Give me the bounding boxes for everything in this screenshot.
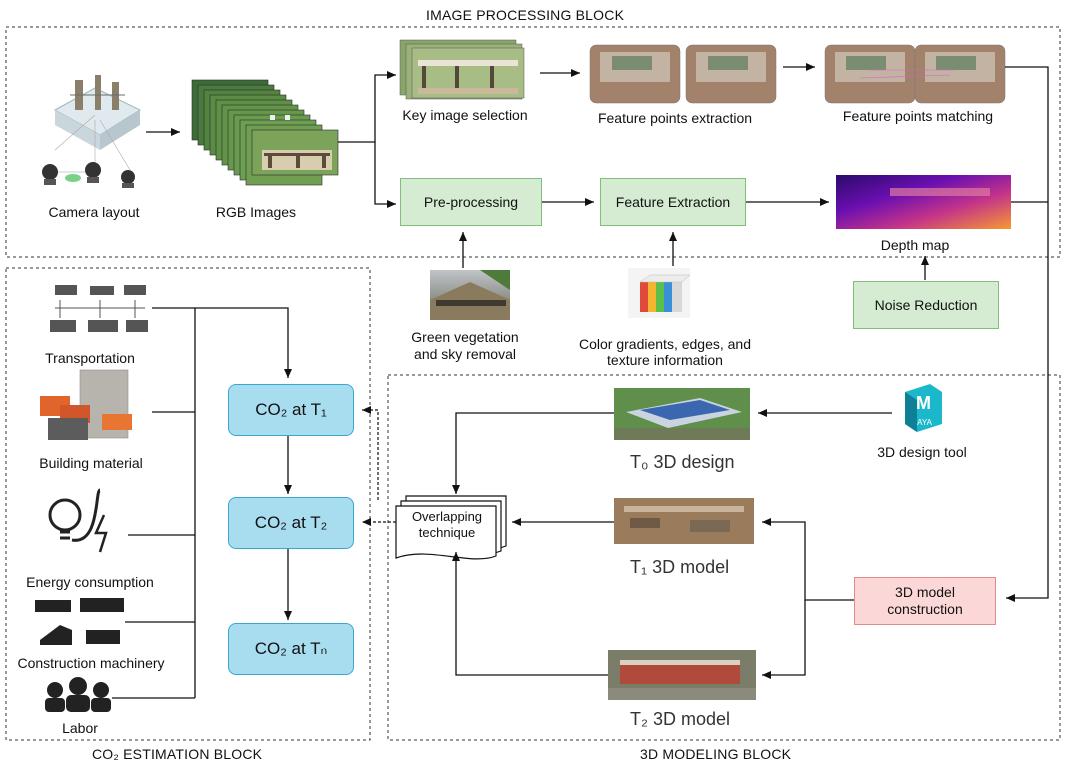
t0-design-image xyxy=(614,388,750,440)
maya-logo-text: AYA xyxy=(917,417,932,427)
pre-processing-label: Pre-processing xyxy=(423,194,519,210)
overlapping-technique-shape xyxy=(395,495,507,560)
3d-model-construction-box: 3D model construction xyxy=(854,577,996,625)
co2-tn-box: CO₂ at Tₙ xyxy=(228,623,354,675)
3d-modeling-block-border xyxy=(387,374,1061,741)
3d-modeling-block-title: 3D MODELING BLOCK xyxy=(640,746,792,762)
color-cubes-icon xyxy=(628,268,691,318)
co2-t2-label: CO₂ at T₂ xyxy=(254,513,328,532)
t1-model-label: T₁ 3D model xyxy=(630,557,730,577)
construction-machinery-label: Construction machinery xyxy=(17,655,165,671)
feature-points-matching-label: Feature points matching xyxy=(842,108,994,124)
camera-layout-label: Camera layout xyxy=(48,204,140,220)
color-gradients-label-line2: texture information xyxy=(607,352,723,368)
energy-consumption-label: Energy consumption xyxy=(26,574,154,590)
co2-estimation-block-title: CO₂ ESTIMATION BLOCK xyxy=(92,746,263,762)
co2-estimation-block-border xyxy=(5,267,371,741)
labor-icon xyxy=(45,677,111,712)
labor-label: Labor xyxy=(62,720,98,736)
construction-label-line1: 3D model xyxy=(895,584,955,600)
t1-model-image xyxy=(614,498,754,544)
t2-model-image xyxy=(608,650,756,700)
t0-design-label: T₀ 3D design xyxy=(630,452,735,472)
color-gradients-label-line1: Color gradients, edges, and xyxy=(579,336,751,352)
noise-reduction-box: Noise Reduction xyxy=(853,281,999,329)
transportation-icon xyxy=(50,285,148,332)
energy-icon xyxy=(48,488,108,553)
co2-t1-box: CO₂ at T₁ xyxy=(228,384,354,436)
t2-model-label: T₂ 3D model xyxy=(630,709,731,729)
building-material-icon xyxy=(40,369,132,440)
machinery-icon xyxy=(35,598,124,645)
construction-label-line2: construction xyxy=(887,601,963,617)
co2-t2-box: CO₂ at T₂ xyxy=(228,497,354,549)
feature-points-extraction-label: Feature points extraction xyxy=(597,110,753,126)
depth-map-label: Depth map xyxy=(880,237,950,253)
feature-matching-thumbnail xyxy=(824,44,1006,104)
depth-map-image xyxy=(836,175,1011,229)
feature-extraction-box: Feature Extraction xyxy=(600,178,746,226)
vegetation-label-line1: Green vegetation xyxy=(411,329,519,345)
rgb-image-stack-icon xyxy=(191,79,339,186)
key-image-thumbnail xyxy=(399,39,525,100)
image-processing-block-title: IMAGE PROCESSING BLOCK xyxy=(426,7,625,23)
camera-rig-icon xyxy=(42,75,142,188)
transportation-label: Transportation xyxy=(45,350,135,366)
key-image-selection-label: Key image selection xyxy=(402,107,528,123)
co2-t1-label: CO₂ at T₁ xyxy=(255,400,327,419)
maya-logo-letter-box: M xyxy=(905,388,942,418)
feature-extraction-thumbnail xyxy=(589,44,777,104)
vegetation-photo xyxy=(430,270,510,320)
pre-processing-box: Pre-processing xyxy=(400,178,542,226)
maya-logo-text-box: AYA xyxy=(907,416,942,428)
co2-tn-label: CO₂ at Tₙ xyxy=(254,639,328,658)
vegetation-label-line2: and sky removal xyxy=(414,346,516,362)
building-material-label: Building material xyxy=(39,455,143,471)
maya-logo-letter: M xyxy=(916,392,931,413)
overlapping-label-line2: technique xyxy=(418,525,476,540)
overlapping-label-line1: Overlapping xyxy=(411,509,483,524)
noise-reduction-label: Noise Reduction xyxy=(874,297,978,313)
feature-extraction-label: Feature Extraction xyxy=(615,194,731,210)
rgb-images-label: RGB Images xyxy=(215,204,297,220)
design-tool-label: 3D design tool xyxy=(877,444,967,460)
maya-logo-icon xyxy=(905,384,942,432)
